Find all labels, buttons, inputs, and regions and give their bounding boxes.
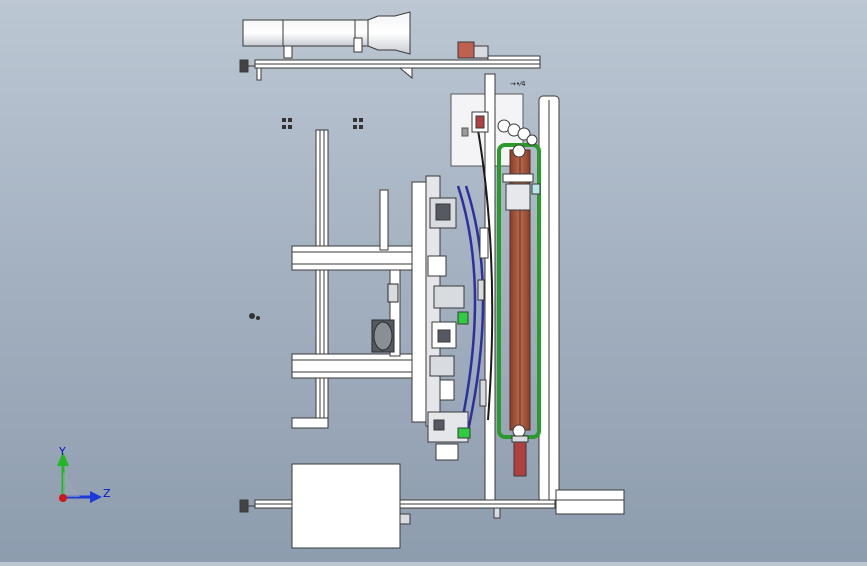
horizontal-extrusions[interactable] xyxy=(291,189,413,379)
vertical-extrusion[interactable] xyxy=(291,129,329,429)
origin-marker xyxy=(59,494,67,502)
top-rail-part[interactable] xyxy=(239,59,541,81)
top-cylinder-part[interactable] xyxy=(242,11,411,59)
chain-sprockets[interactable] xyxy=(497,119,538,146)
y-axis-arrowhead xyxy=(57,452,69,466)
bottom-cabinet[interactable] xyxy=(291,463,501,549)
top-bracket-part[interactable] xyxy=(457,41,541,63)
lower-cylinder-part[interactable] xyxy=(511,435,529,477)
loose-fasteners[interactable] xyxy=(249,118,363,320)
mechanism-cluster[interactable] xyxy=(411,111,489,461)
dimension-annotation: →•⁄4 xyxy=(510,80,526,88)
belt-conveyor[interactable] xyxy=(497,143,541,439)
right-frame[interactable] xyxy=(484,73,625,515)
y-axis-label: Y xyxy=(58,445,66,458)
motor-part[interactable] xyxy=(371,283,399,353)
z-axis-arrowhead xyxy=(90,491,102,503)
curved-guide-rail[interactable] xyxy=(456,129,494,441)
z-axis-label: Z xyxy=(103,487,111,500)
coordinate-triad: Y Z xyxy=(57,445,111,503)
